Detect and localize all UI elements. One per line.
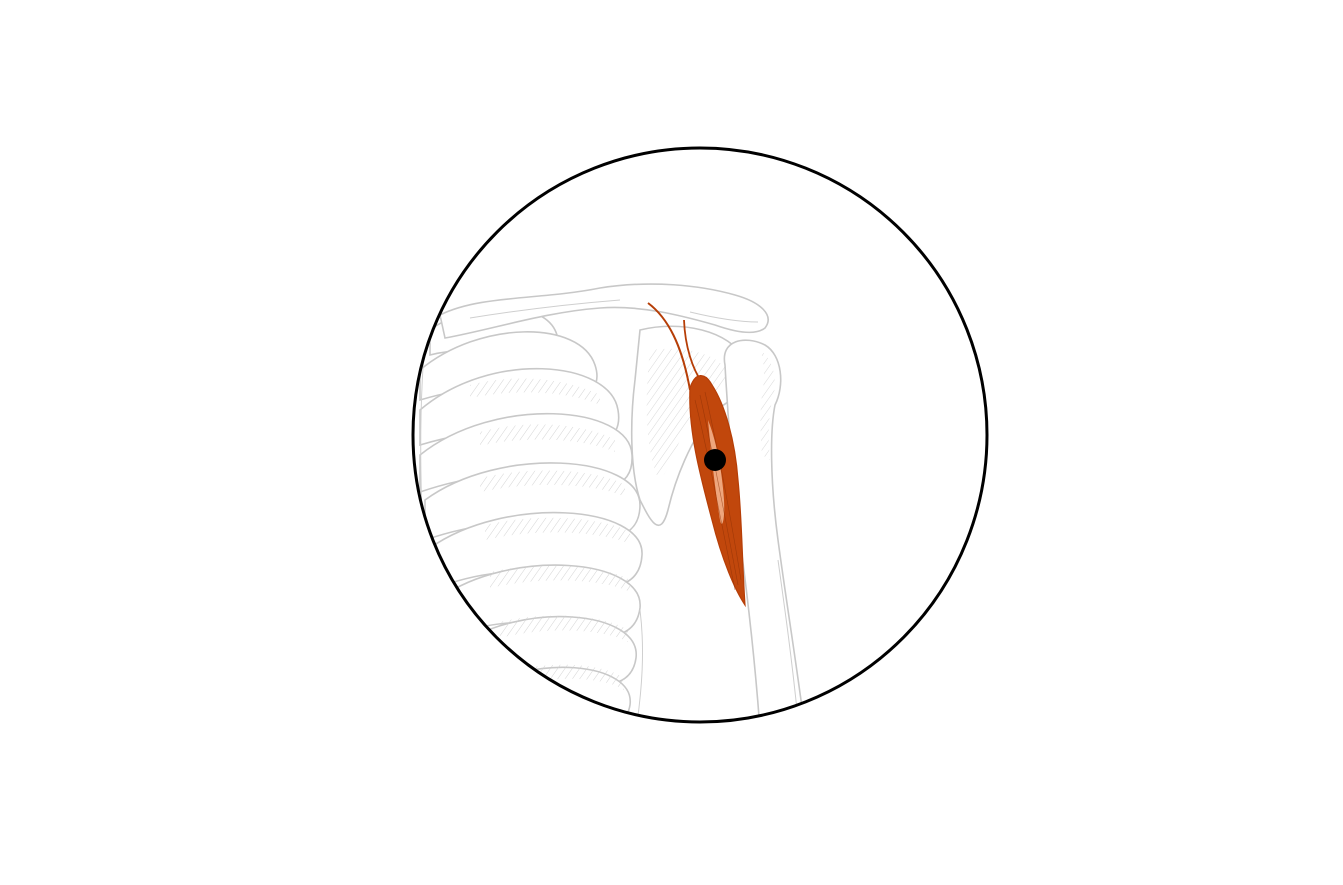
thoracic-outline <box>635 609 644 722</box>
clavicle-shading <box>469 299 759 323</box>
clavicle <box>439 283 769 339</box>
humerus-shading <box>760 350 775 460</box>
frame-circle <box>411 146 989 724</box>
highlighted-muscle <box>647 302 746 608</box>
humerus-shaft-shading <box>777 559 799 721</box>
rib-shading <box>470 378 630 690</box>
muscle-tendon-upper <box>647 302 691 391</box>
muscle-fibers <box>694 391 742 591</box>
skeleton <box>419 283 806 722</box>
marker-dot <box>704 449 726 471</box>
